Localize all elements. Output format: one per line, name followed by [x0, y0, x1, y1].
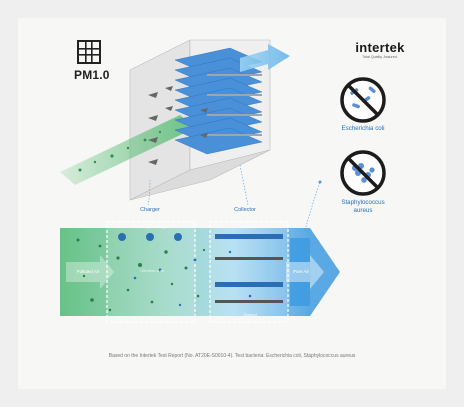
charger-label: Charger — [140, 207, 160, 213]
pure-air-arrow — [290, 228, 340, 316]
collector-electrodes — [215, 234, 283, 303]
footnote: Based on the Intertek Test Report (No. A… — [108, 353, 356, 359]
pure-air-label: Pure Air — [292, 269, 309, 274]
staphylococcus-label: Staphylococcus aureus — [341, 199, 385, 214]
staphylococcus-ban-icon — [340, 150, 386, 196]
pure-air-inner-arrow — [286, 255, 324, 289]
connector-dot — [318, 180, 322, 184]
brand-name: intertek — [355, 40, 405, 55]
ground-label: Ground — [243, 312, 257, 317]
connector-lines — [147, 164, 321, 231]
polluted-air-flow-top — [60, 115, 195, 185]
particles-label: Ultrafine dust — [140, 268, 164, 273]
e-coli-label: Escherichia coli — [341, 125, 385, 132]
grid-icon — [77, 40, 101, 64]
pm-label: PM1.0 — [74, 68, 110, 82]
brand-logo: intertek Total Quality. Assured. — [345, 40, 415, 59]
pure-air-arrow-top — [240, 44, 290, 72]
collector-label: Collector — [234, 207, 256, 213]
e-coli-ban-icon — [340, 77, 386, 123]
dust-particles — [76, 238, 206, 312]
small-charger-nodes — [118, 233, 182, 241]
small-charger-label: Small-type Charger — [133, 224, 169, 229]
polluted-air-arrow — [66, 255, 114, 289]
charger-pins — [148, 86, 208, 165]
dust-particles-top — [78, 130, 162, 172]
charged-particles — [133, 250, 252, 307]
brand-tagline: Total Quality. Assured. — [362, 55, 398, 59]
electrode-label: Electrode — [240, 224, 258, 229]
polluted-air-label: Polluted Air — [76, 269, 100, 274]
